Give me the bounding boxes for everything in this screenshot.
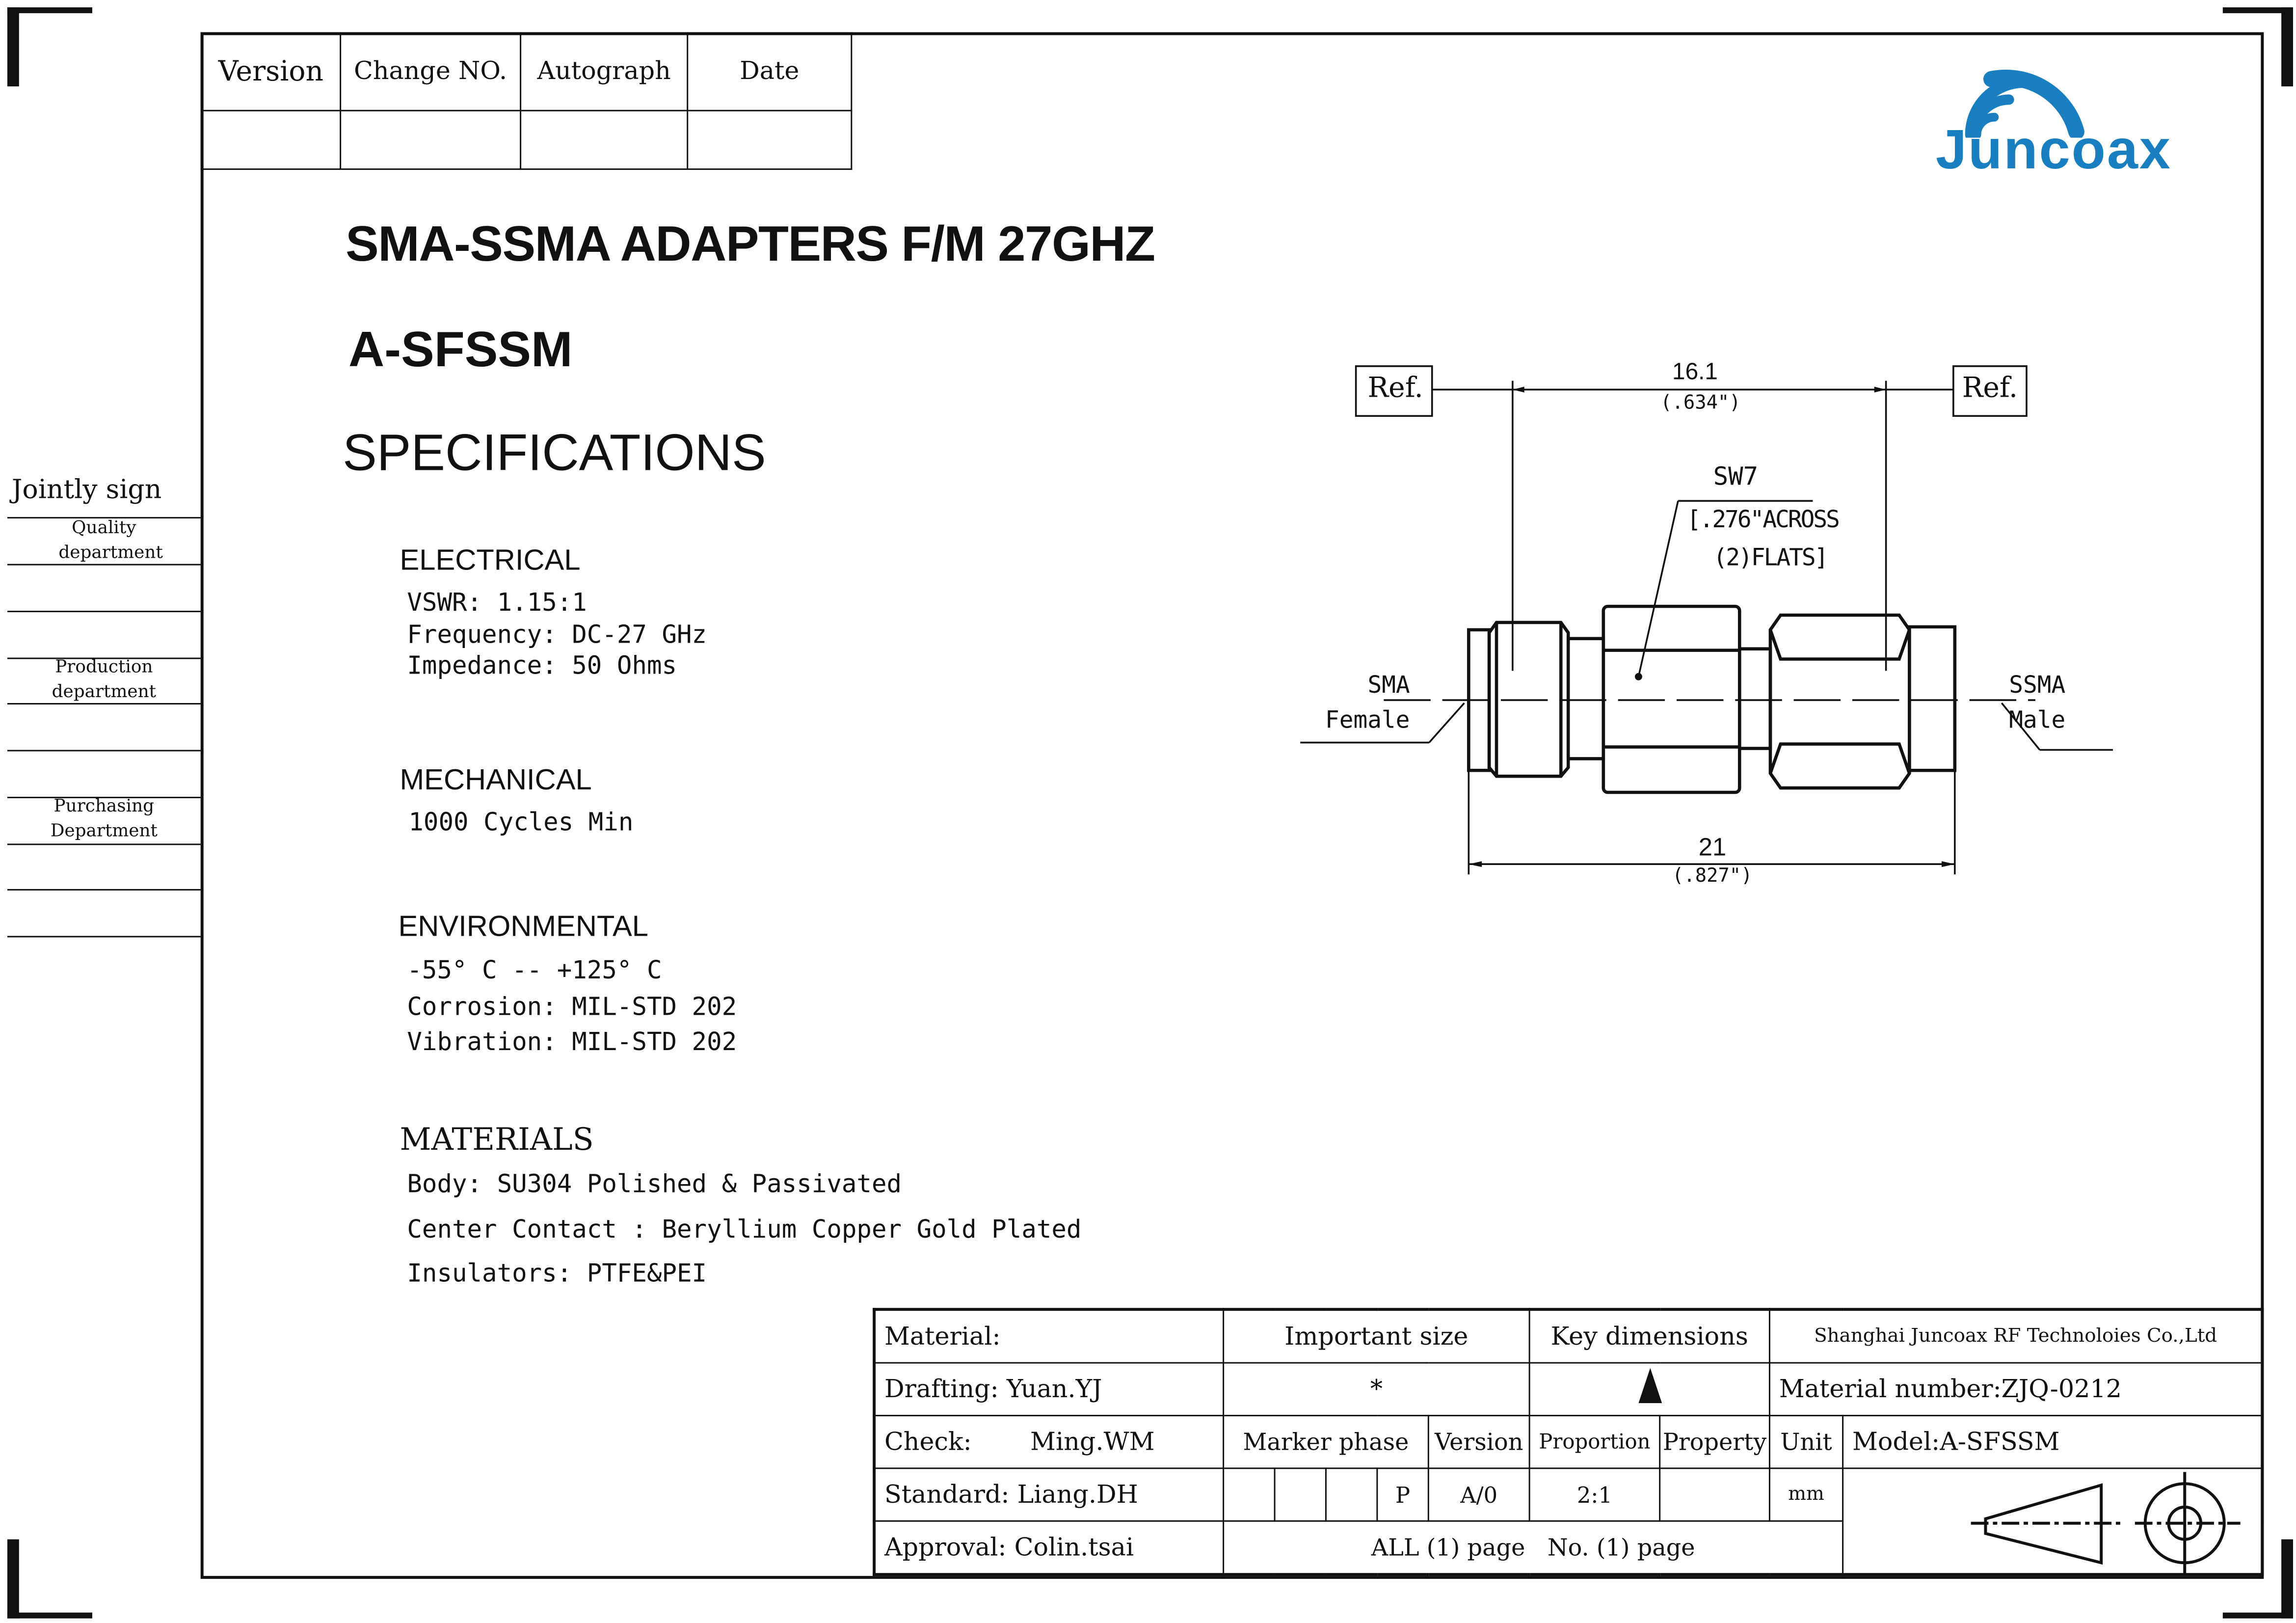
ref-box-right — [1952, 365, 2028, 417]
product-title: SMA-SSMA ADAPTERS F/M 27GHZ — [346, 216, 1155, 272]
title-block: Material: Important size Key dimensions … — [873, 1308, 2264, 1576]
wrench-note-2: (2)FLATS] — [1713, 543, 1829, 571]
spec-line: VSWR: 1.15:1 — [407, 589, 587, 618]
version-header: Version — [1427, 1414, 1530, 1469]
signal-waves-icon — [1965, 69, 2084, 141]
section-heading: ELECTRICAL — [400, 544, 581, 577]
important-size-header: Important size — [1223, 1308, 1530, 1364]
divider — [7, 703, 201, 705]
unit-value: mm — [1768, 1467, 1844, 1522]
proportion-header: Proportion — [1528, 1414, 1661, 1469]
important-size-symbol: * — [1223, 1362, 1530, 1416]
female-label: Female — [1325, 705, 1410, 734]
corner-mark — [2222, 1539, 2294, 1619]
male-label: Male — [2009, 705, 2066, 734]
material-number: Material number:ZJQ-0212 — [1768, 1362, 2263, 1416]
section-heading: MECHANICAL — [400, 764, 592, 797]
spec-line: Body: SU304 Polished & Passivated — [407, 1170, 902, 1200]
projection-symbol-cell — [1842, 1467, 2263, 1575]
marker-phase-header: Marker phase — [1223, 1414, 1429, 1469]
corner-mark — [7, 1539, 92, 1619]
dimension-top-inch: (.634") — [1660, 392, 1741, 415]
divider — [7, 517, 201, 519]
ref-box-left — [1355, 365, 1433, 417]
check-label: Check: — [884, 1427, 972, 1457]
dimension-top-mm: 16.1 — [1672, 360, 1718, 385]
page-count: ALL (1) page No. (1) page — [1223, 1520, 1844, 1575]
spec-line: Vibration: MIL-STD 202 — [407, 1028, 737, 1058]
divider — [7, 936, 201, 938]
ssma-label: SSMA — [2009, 671, 2066, 699]
sma-label: SMA — [1367, 671, 1410, 699]
cell — [340, 109, 522, 170]
drafting-field: Drafting: Yuan.YJ — [873, 1362, 1225, 1416]
header-change-no: Change NO. — [340, 32, 522, 111]
version-value: A/0 — [1427, 1467, 1530, 1522]
property-header: Property — [1659, 1414, 1770, 1469]
divider — [7, 843, 201, 845]
material-field: Material: — [873, 1308, 1225, 1364]
spec-line: Frequency: DC-27 GHz — [407, 621, 707, 650]
electrical-section: ELECTRICAL VSWR: 1.15:1 Frequency: DC-27… — [400, 545, 707, 682]
ref-right-label: Ref. — [1962, 372, 2018, 405]
section-heading: ENVIRONMENTAL — [398, 911, 648, 944]
juncoax-logo: Juncoax — [1933, 50, 2211, 182]
divider — [7, 657, 201, 659]
check-field: Check: Ming.WM — [873, 1414, 1225, 1469]
purchasing-department-label: Purchasing Department — [50, 795, 158, 841]
spec-line: Center Contact : Beryllium Copper Gold P… — [407, 1216, 1082, 1245]
spec-line: -55° C -- +125° C — [407, 956, 662, 986]
dimension-bottom-mm: 21 — [1698, 833, 1727, 862]
divider — [7, 750, 201, 752]
materials-section: MATERIALS Body: SU304 Polished & Passiva… — [400, 1122, 1081, 1296]
header-date: Date — [687, 32, 853, 111]
model-field: Model:A-SFSSM — [1842, 1414, 2263, 1469]
divider — [7, 611, 201, 613]
part-number: A-SFSSM — [348, 322, 573, 378]
mechanical-section: MECHANICAL 1000 Cycles Min — [400, 764, 633, 839]
cell — [687, 109, 853, 170]
phase-cell — [1274, 1467, 1327, 1522]
production-department-label: Production department — [52, 656, 157, 702]
phase-value: P — [1376, 1467, 1429, 1522]
property-value — [1659, 1467, 1770, 1522]
cell — [520, 109, 689, 170]
approval-field: Approval: Colin.tsai — [873, 1520, 1225, 1575]
corner-mark — [7, 7, 92, 87]
check-name: Ming.WM — [1030, 1427, 1155, 1457]
jointly-sign-label: Jointly sign — [11, 474, 162, 506]
phase-cell — [1325, 1467, 1378, 1522]
specifications-heading: SPECIFICATIONS — [343, 425, 766, 482]
cell — [200, 109, 342, 170]
spec-line: 1000 Cycles Min — [408, 808, 634, 838]
corner-mark — [2222, 7, 2294, 87]
dimension-bottom-inch: (.827") — [1672, 866, 1753, 888]
phase-cell — [1223, 1467, 1276, 1522]
ref-left-label: Ref. — [1367, 372, 1423, 405]
spec-line: Insulators: PTFE&PEI — [407, 1259, 707, 1289]
wrench-size-label: SW7 — [1713, 462, 1759, 492]
logo-text: Juncoax — [1936, 120, 2172, 182]
proportion-value: 2:1 — [1528, 1467, 1661, 1522]
key-dimension-triangle-icon — [1528, 1362, 1770, 1416]
quality-department-label: Quality department — [58, 517, 163, 563]
adapter-body — [1467, 604, 1957, 794]
company-name: Shanghai Juncoax RF Technoloies Co.,Ltd — [1768, 1308, 2263, 1364]
wrench-note-1: [.276"ACROSS — [1686, 505, 1840, 533]
unit-header: Unit — [1768, 1414, 1844, 1469]
divider — [7, 564, 201, 566]
header-autograph: Autograph — [520, 32, 689, 111]
sheet-frame — [200, 32, 2264, 1579]
header-version: Version — [200, 32, 342, 111]
spec-line: Corrosion: MIL-STD 202 — [407, 993, 737, 1023]
environmental-section: ENVIRONMENTAL -55° C -- +125° C Corrosio… — [398, 911, 737, 1060]
key-dimensions-header: Key dimensions — [1528, 1308, 1770, 1364]
divider — [7, 796, 201, 798]
divider — [7, 889, 201, 891]
standard-field: Standard: Liang.DH — [873, 1467, 1225, 1522]
section-heading: MATERIALS — [400, 1122, 594, 1157]
spec-line: Impedance: 50 Ohms — [407, 651, 677, 681]
